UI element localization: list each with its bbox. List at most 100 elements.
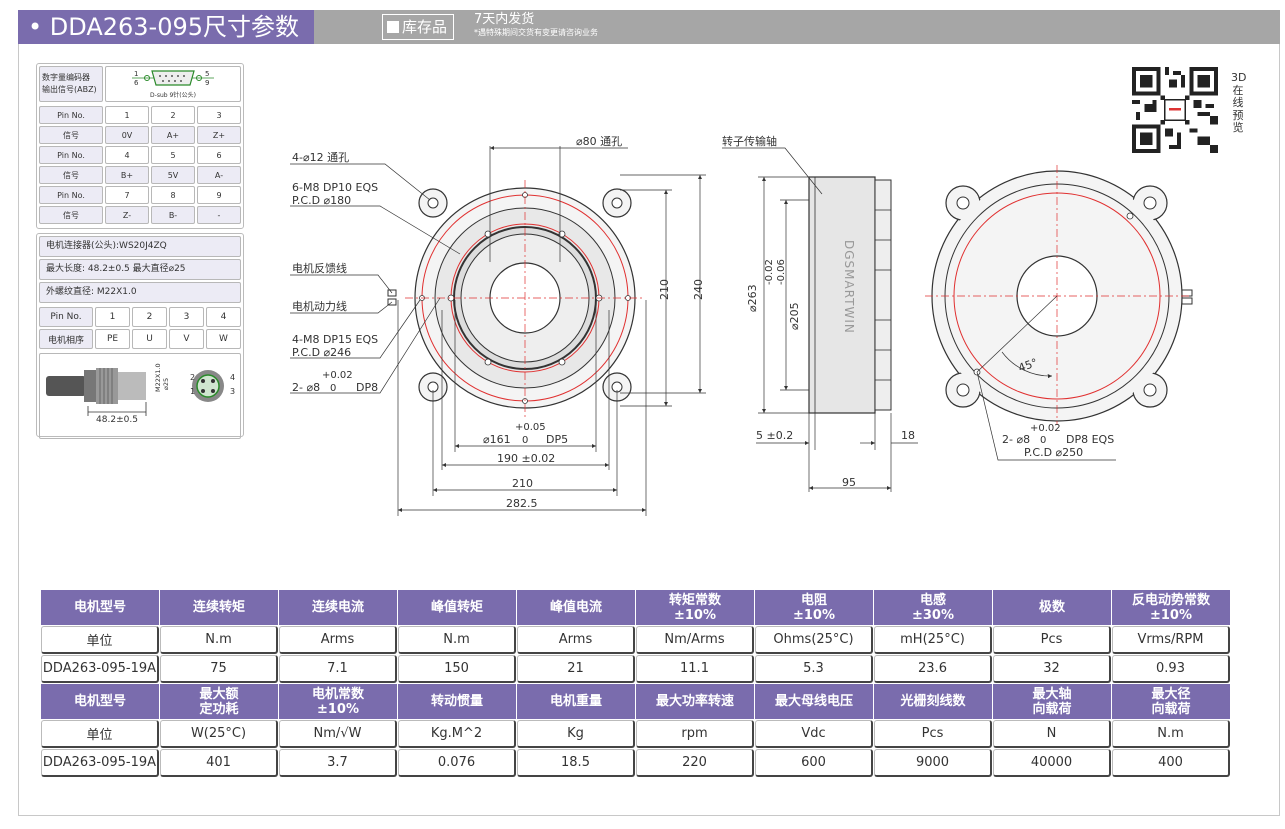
motor-connector-panel: 电机连接器(公头):WS20J4ZQ 最大长度: 48.2±0.5 最大直径⌀2… [36, 233, 244, 439]
spec-cell-text: ±10% [316, 701, 359, 717]
spec-value-cell: Kg.M^2 [398, 720, 516, 748]
motor-cell: 3 [169, 307, 204, 327]
spec-cell-text: 电机重量 [549, 694, 602, 709]
spec-value-cell: Ohms(25°C) [755, 626, 873, 654]
motor-row-label: 电机相序 [39, 329, 93, 349]
spec-value-cell: Vrms/RPM [1112, 626, 1230, 654]
spec-value-cell: N.m [398, 626, 516, 654]
spec-cell-text: N.m [443, 632, 470, 647]
spec-header-cell: 连续转矩 [160, 590, 278, 625]
encoder-label-line2: 输出信号(ABZ) [42, 85, 97, 94]
spec-header-cell: 电感±30% [874, 590, 992, 625]
dim-282: 282.5 [506, 497, 538, 510]
img-pin3-label: 3 [230, 387, 235, 396]
spec-value-cell: 21 [517, 655, 635, 683]
motor-cell: W [206, 329, 241, 349]
encoder-cell: 5V [151, 166, 195, 184]
d205-tol-lower: -0.06 [776, 259, 787, 285]
spec-value-cell: 5.3 [755, 655, 873, 683]
spec-header-cell: 最大轴向载荷 [993, 684, 1111, 719]
spec-header-cell: 电机型号 [41, 684, 159, 719]
spec-value-cell: 32 [993, 655, 1111, 683]
encoder-cell: 6 [197, 146, 241, 164]
encoder-label: 数字量编码器 输出信号(ABZ) [39, 66, 103, 102]
qr-code-icon[interactable] [1132, 67, 1218, 153]
img-length-label: 48.2±0.5 [96, 415, 138, 425]
spec-value-cell: 18.5 [517, 749, 635, 777]
rear-pin-zero: 0 [1040, 435, 1046, 446]
spec-cell-text: 电机常数 [311, 686, 364, 702]
spec-value-cell: 600 [755, 749, 873, 777]
spec-cell-text: mH(25°C) [900, 632, 965, 647]
d161-depth: DP5 [546, 433, 568, 446]
pin-tol-label: +0.02 [322, 370, 353, 381]
spec-cell-text: 18.5 [561, 755, 590, 770]
motor-cell: V [169, 329, 204, 349]
encoder-cell: - [197, 206, 241, 224]
spec-cell-text: Nm/√W [313, 726, 362, 741]
rotor-shaft-label: 转子传输轴 [722, 134, 777, 148]
spec-value-cell: rpm [636, 720, 754, 748]
spec-value-cell: 7.1 [279, 655, 397, 683]
spec-cell-text: 最大额 [199, 686, 239, 702]
3d-preview-label[interactable]: 3D在线预览 [1231, 71, 1247, 134]
spec-cell-text: 最大轴 [1032, 686, 1072, 702]
spec-header-cell: 最大额定功耗 [160, 684, 278, 719]
spec-cell-text: 单位 [86, 634, 113, 649]
spec-cell-text: Pcs [1040, 632, 1063, 647]
encoder-header: 数字量编码器 输出信号(ABZ) 1 6 5 9 D-sub 9针(公头) [39, 66, 241, 102]
spec-cell-text: 600 [801, 755, 826, 770]
dsub-pin9-label: 9 [205, 79, 209, 87]
spec-cell-text: 向载荷 [1151, 701, 1191, 717]
spec-cell-text: 光栅刻线数 [900, 694, 966, 709]
spec-cell-text: 9000 [915, 755, 950, 770]
img-pin2-label: 2 [190, 373, 195, 382]
spec-value-cell: DDA263-095-19A [41, 749, 159, 777]
spec-cell-text: 3.7 [327, 755, 348, 770]
encoder-panel: 数字量编码器 输出信号(ABZ) 1 6 5 9 D-sub 9针(公头) Pi… [36, 63, 244, 229]
spec-value-cell: 单位 [41, 720, 159, 748]
encoder-cell: Z+ [197, 126, 241, 144]
shipping-line2: *遇特殊期间交货有变更请咨询业务 [474, 28, 598, 37]
encoder-row-label: Pin No. [39, 186, 103, 204]
page-title: • DDA263-095尺寸参数 [18, 10, 314, 44]
spec-header-cell: 反电动势常数±10% [1112, 590, 1230, 625]
spec-cell-text: 21 [567, 661, 584, 676]
encoder-cell: 1 [105, 106, 149, 124]
spec-cell-text: 150 [444, 661, 469, 676]
spec-cell-text: 7.1 [327, 661, 348, 676]
dsub-pin5-label: 5 [205, 70, 209, 78]
dsub-connector-icon: 1 6 5 9 D-sub 9针(公头) [132, 70, 214, 99]
spec-cell-text: Nm/Arms [664, 632, 725, 647]
spec-value-cell: Pcs [874, 720, 992, 748]
encoder-cell: B+ [105, 166, 149, 184]
dsub-connector-box: 1 6 5 9 D-sub 9针(公头) [105, 66, 241, 102]
spec-cell-text: 最大径 [1151, 686, 1191, 702]
spec-cell-text: 连续电流 [311, 600, 364, 615]
spec-cell-text: 转动惯量 [430, 694, 483, 709]
spec-header-cell: 电机常数±10% [279, 684, 397, 719]
header-bar: • DDA263-095尺寸参数 库存品 7天内发货 *遇特殊期间交货有变更请咨… [18, 10, 1280, 44]
spec-value-cell: N [993, 720, 1111, 748]
front-view: 4-⌀12 通孔 6-M8 DP10 EQS P.C.D ⌀180 电机反馈线 … [290, 135, 706, 516]
spec-header-cell: 最大母线电压 [755, 684, 873, 719]
spec-cell-text: ±10% [673, 607, 716, 623]
spec-value-cell: 11.1 [636, 655, 754, 683]
spec-header-row: 电机型号最大额定功耗电机常数±10%转动惯量电机重量最大功率转速最大母线电压光栅… [41, 684, 1230, 719]
spec-header-cell: 峰值电流 [517, 590, 635, 625]
spec-value-cell: Arms [517, 626, 635, 654]
spec-cell-text: Pcs [921, 726, 944, 741]
spec-cell-text: 40000 [1030, 755, 1073, 770]
spec-value-cell: 220 [636, 749, 754, 777]
spec-cell-text: 电机型号 [73, 600, 126, 615]
spec-header-cell: 连续电流 [279, 590, 397, 625]
motor-cell: PE [95, 329, 130, 349]
connector-thread: 外螺纹直径: M22X1.0 [39, 282, 241, 303]
spec-cell-text: DDA263-095-19A [42, 661, 157, 676]
through-hole-label: 4-⌀12 通孔 [292, 151, 349, 164]
